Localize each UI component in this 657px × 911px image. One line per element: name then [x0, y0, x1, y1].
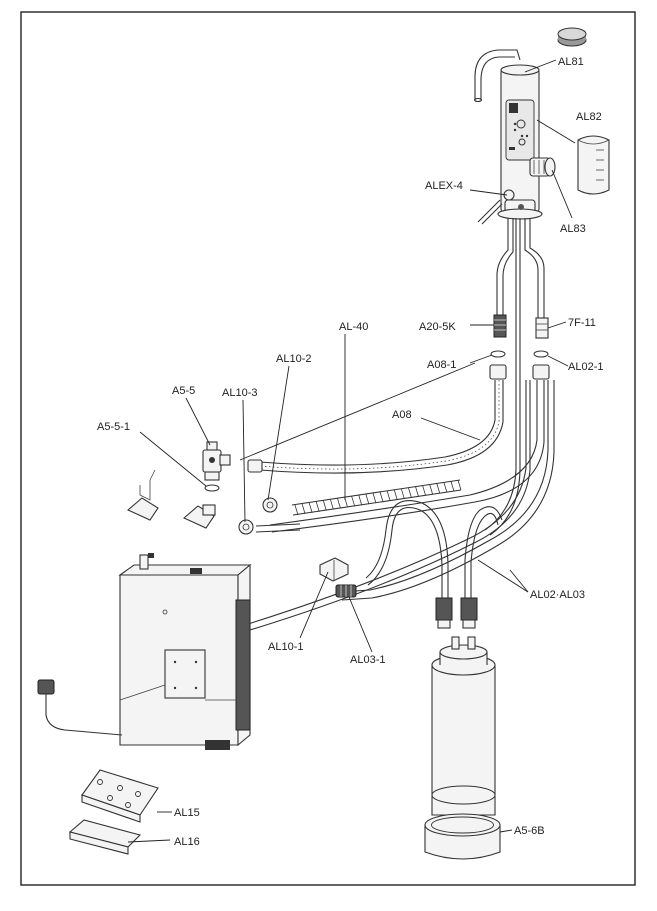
- spiral-rib: [322, 500, 327, 511]
- part-al10-1-clip: [319, 557, 349, 582]
- label-a08-1: A08-1: [427, 359, 456, 371]
- filter-hose-fittings: [435, 597, 478, 629]
- spiral-rib: [308, 502, 313, 513]
- label-7f-11: 7F-11: [568, 317, 596, 329]
- label-al83: AL83: [560, 223, 586, 235]
- label-al10-1: AL10-1: [268, 641, 303, 653]
- existing-tap-valves: [126, 469, 216, 529]
- spiral-rib: [400, 488, 405, 499]
- spiral-rib: [408, 487, 412, 498]
- part-al-40-spiral: [291, 479, 462, 516]
- spiral-rib: [372, 492, 377, 504]
- spiral-rib: [315, 501, 320, 512]
- label-al02-1: AL02-1: [568, 361, 603, 373]
- label-al81: AL81: [558, 56, 584, 68]
- supply-tubes: [247, 380, 555, 631]
- spiral-rib: [330, 499, 334, 510]
- spiral-rib: [422, 485, 426, 496]
- faucet-assembly: [473, 49, 556, 225]
- spiral-rib: [301, 503, 306, 515]
- part-al02-al03-hoses: [365, 500, 503, 598]
- part-al16-pad: [68, 819, 142, 855]
- part-al10-3-clip: [238, 519, 254, 535]
- spiral-rib: [294, 504, 299, 516]
- part-labels: AL81 AL82 AL83 ALEX-4 A20-5K 7F-11 AL-40…: [97, 56, 603, 848]
- spiral-rib: [450, 480, 455, 492]
- label-al10-2: AL10-2: [276, 353, 311, 365]
- part-al02-1-washer: [533, 350, 549, 358]
- part-al82-sleeve: [577, 135, 610, 195]
- spiral-rib: [379, 491, 384, 503]
- label-al02-al03: AL02·AL03: [530, 589, 585, 601]
- spiral-rib: [415, 486, 419, 497]
- part-a5-5-valve: [202, 441, 231, 481]
- diagram-frame: [20, 11, 636, 886]
- spiral-rib: [443, 482, 448, 493]
- spiral-rib: [429, 484, 434, 495]
- label-al03-1: AL03-1: [350, 654, 385, 666]
- spiral-rib: [365, 494, 370, 505]
- label-a08: A08: [392, 409, 412, 421]
- label-a5-6b: A5-6B: [514, 825, 545, 837]
- part-a08-corrugated-hose: [247, 380, 504, 474]
- label-alex-4: ALEX-4: [425, 180, 463, 192]
- power-cord: [37, 679, 123, 736]
- part-a08-1-washer: [490, 350, 506, 358]
- spiral-rib: [393, 489, 398, 500]
- part-al15-bracket: [81, 769, 159, 823]
- label-al16: AL16: [174, 836, 200, 848]
- part-al10-2-clip: [262, 497, 278, 513]
- spiral-rib: [337, 498, 341, 509]
- label-a20-5k: A20-5K: [419, 321, 456, 333]
- label-al15: AL15: [174, 807, 200, 819]
- spiral-rib: [351, 496, 356, 507]
- part-a5-6b-filter: [424, 636, 501, 860]
- main-ionizer-unit: [118, 553, 252, 750]
- part-al03-1-fitting: [335, 584, 357, 598]
- part-a20-5k: [493, 314, 507, 338]
- part-al81-cap: [557, 27, 587, 47]
- part-a5-5-1-washer: [204, 484, 220, 492]
- label-al10-3: AL10-3: [222, 387, 257, 399]
- spiral-rib: [358, 495, 363, 506]
- label-al-40: AL-40: [339, 321, 368, 333]
- label-al82: AL82: [576, 111, 602, 123]
- spiral-rib: [436, 483, 441, 494]
- leader-lines: [127, 59, 576, 843]
- spiral-rib: [386, 490, 391, 501]
- spiral-rib: [457, 479, 462, 491]
- label-a5-5: A5-5: [172, 385, 195, 397]
- label-a5-5-1: A5-5-1: [97, 421, 130, 433]
- part-7f-11: [535, 317, 549, 339]
